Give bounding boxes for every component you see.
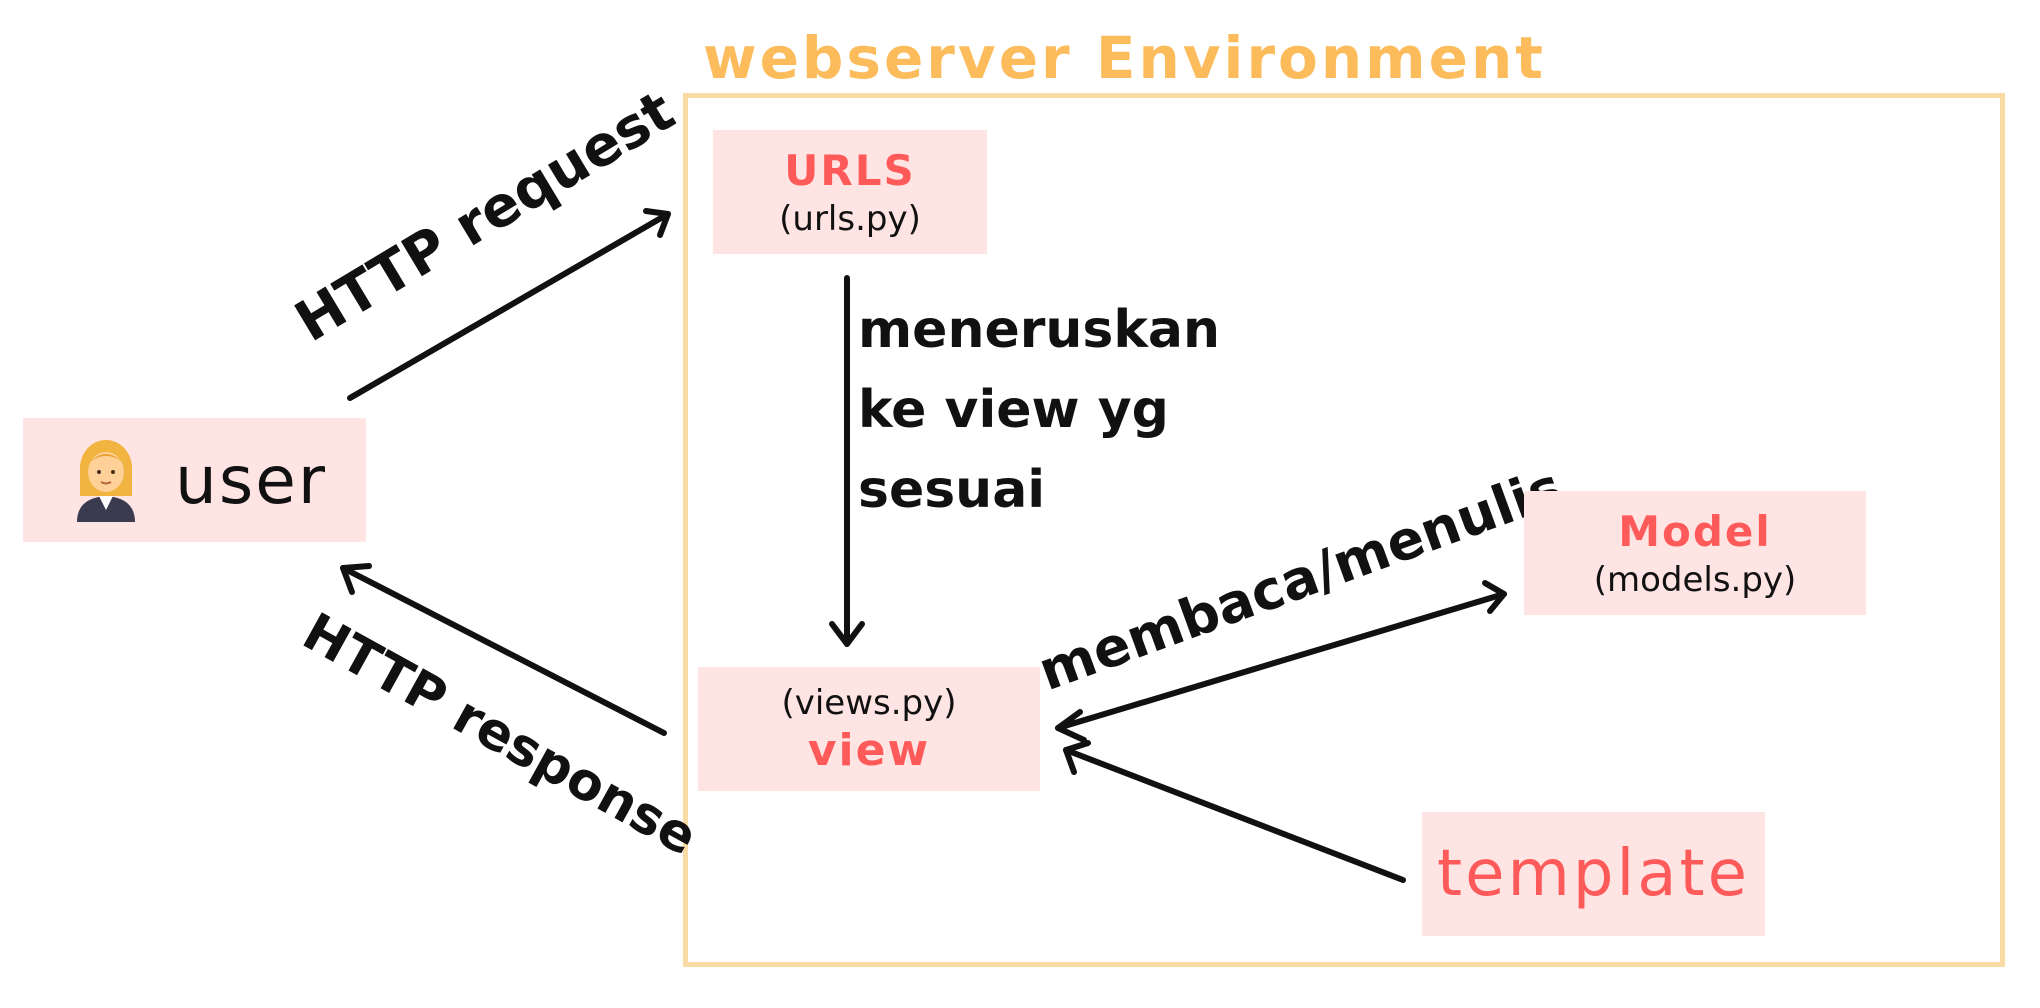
arrow-readwrite bbox=[1055, 580, 1507, 743]
edge-label-forward: meneruskan ke view yg sesuai bbox=[858, 300, 1221, 520]
arrow-response bbox=[340, 563, 667, 736]
view-subtitle: (views.py) bbox=[781, 682, 957, 723]
environment-box bbox=[683, 93, 2005, 967]
woman-office-worker-icon bbox=[71, 438, 141, 522]
node-template: template bbox=[1422, 812, 1765, 936]
environment-title: webserver Environment bbox=[703, 24, 1546, 92]
node-view: (views.py) view bbox=[698, 667, 1040, 791]
user-label: user bbox=[175, 441, 327, 519]
node-model: Model (models.py) bbox=[1524, 491, 1866, 615]
node-user: user bbox=[23, 418, 366, 542]
urls-title: URLS bbox=[784, 145, 916, 195]
model-title: Model bbox=[1618, 506, 1772, 556]
arrow-request bbox=[347, 208, 671, 401]
template-title: template bbox=[1437, 837, 1750, 911]
node-urls: URLS (urls.py) bbox=[713, 130, 987, 254]
view-title: view bbox=[807, 724, 931, 776]
arrow-forward bbox=[829, 275, 865, 647]
urls-subtitle: (urls.py) bbox=[779, 198, 921, 239]
arrow-template bbox=[1063, 740, 1406, 883]
model-subtitle: (models.py) bbox=[1593, 559, 1797, 600]
